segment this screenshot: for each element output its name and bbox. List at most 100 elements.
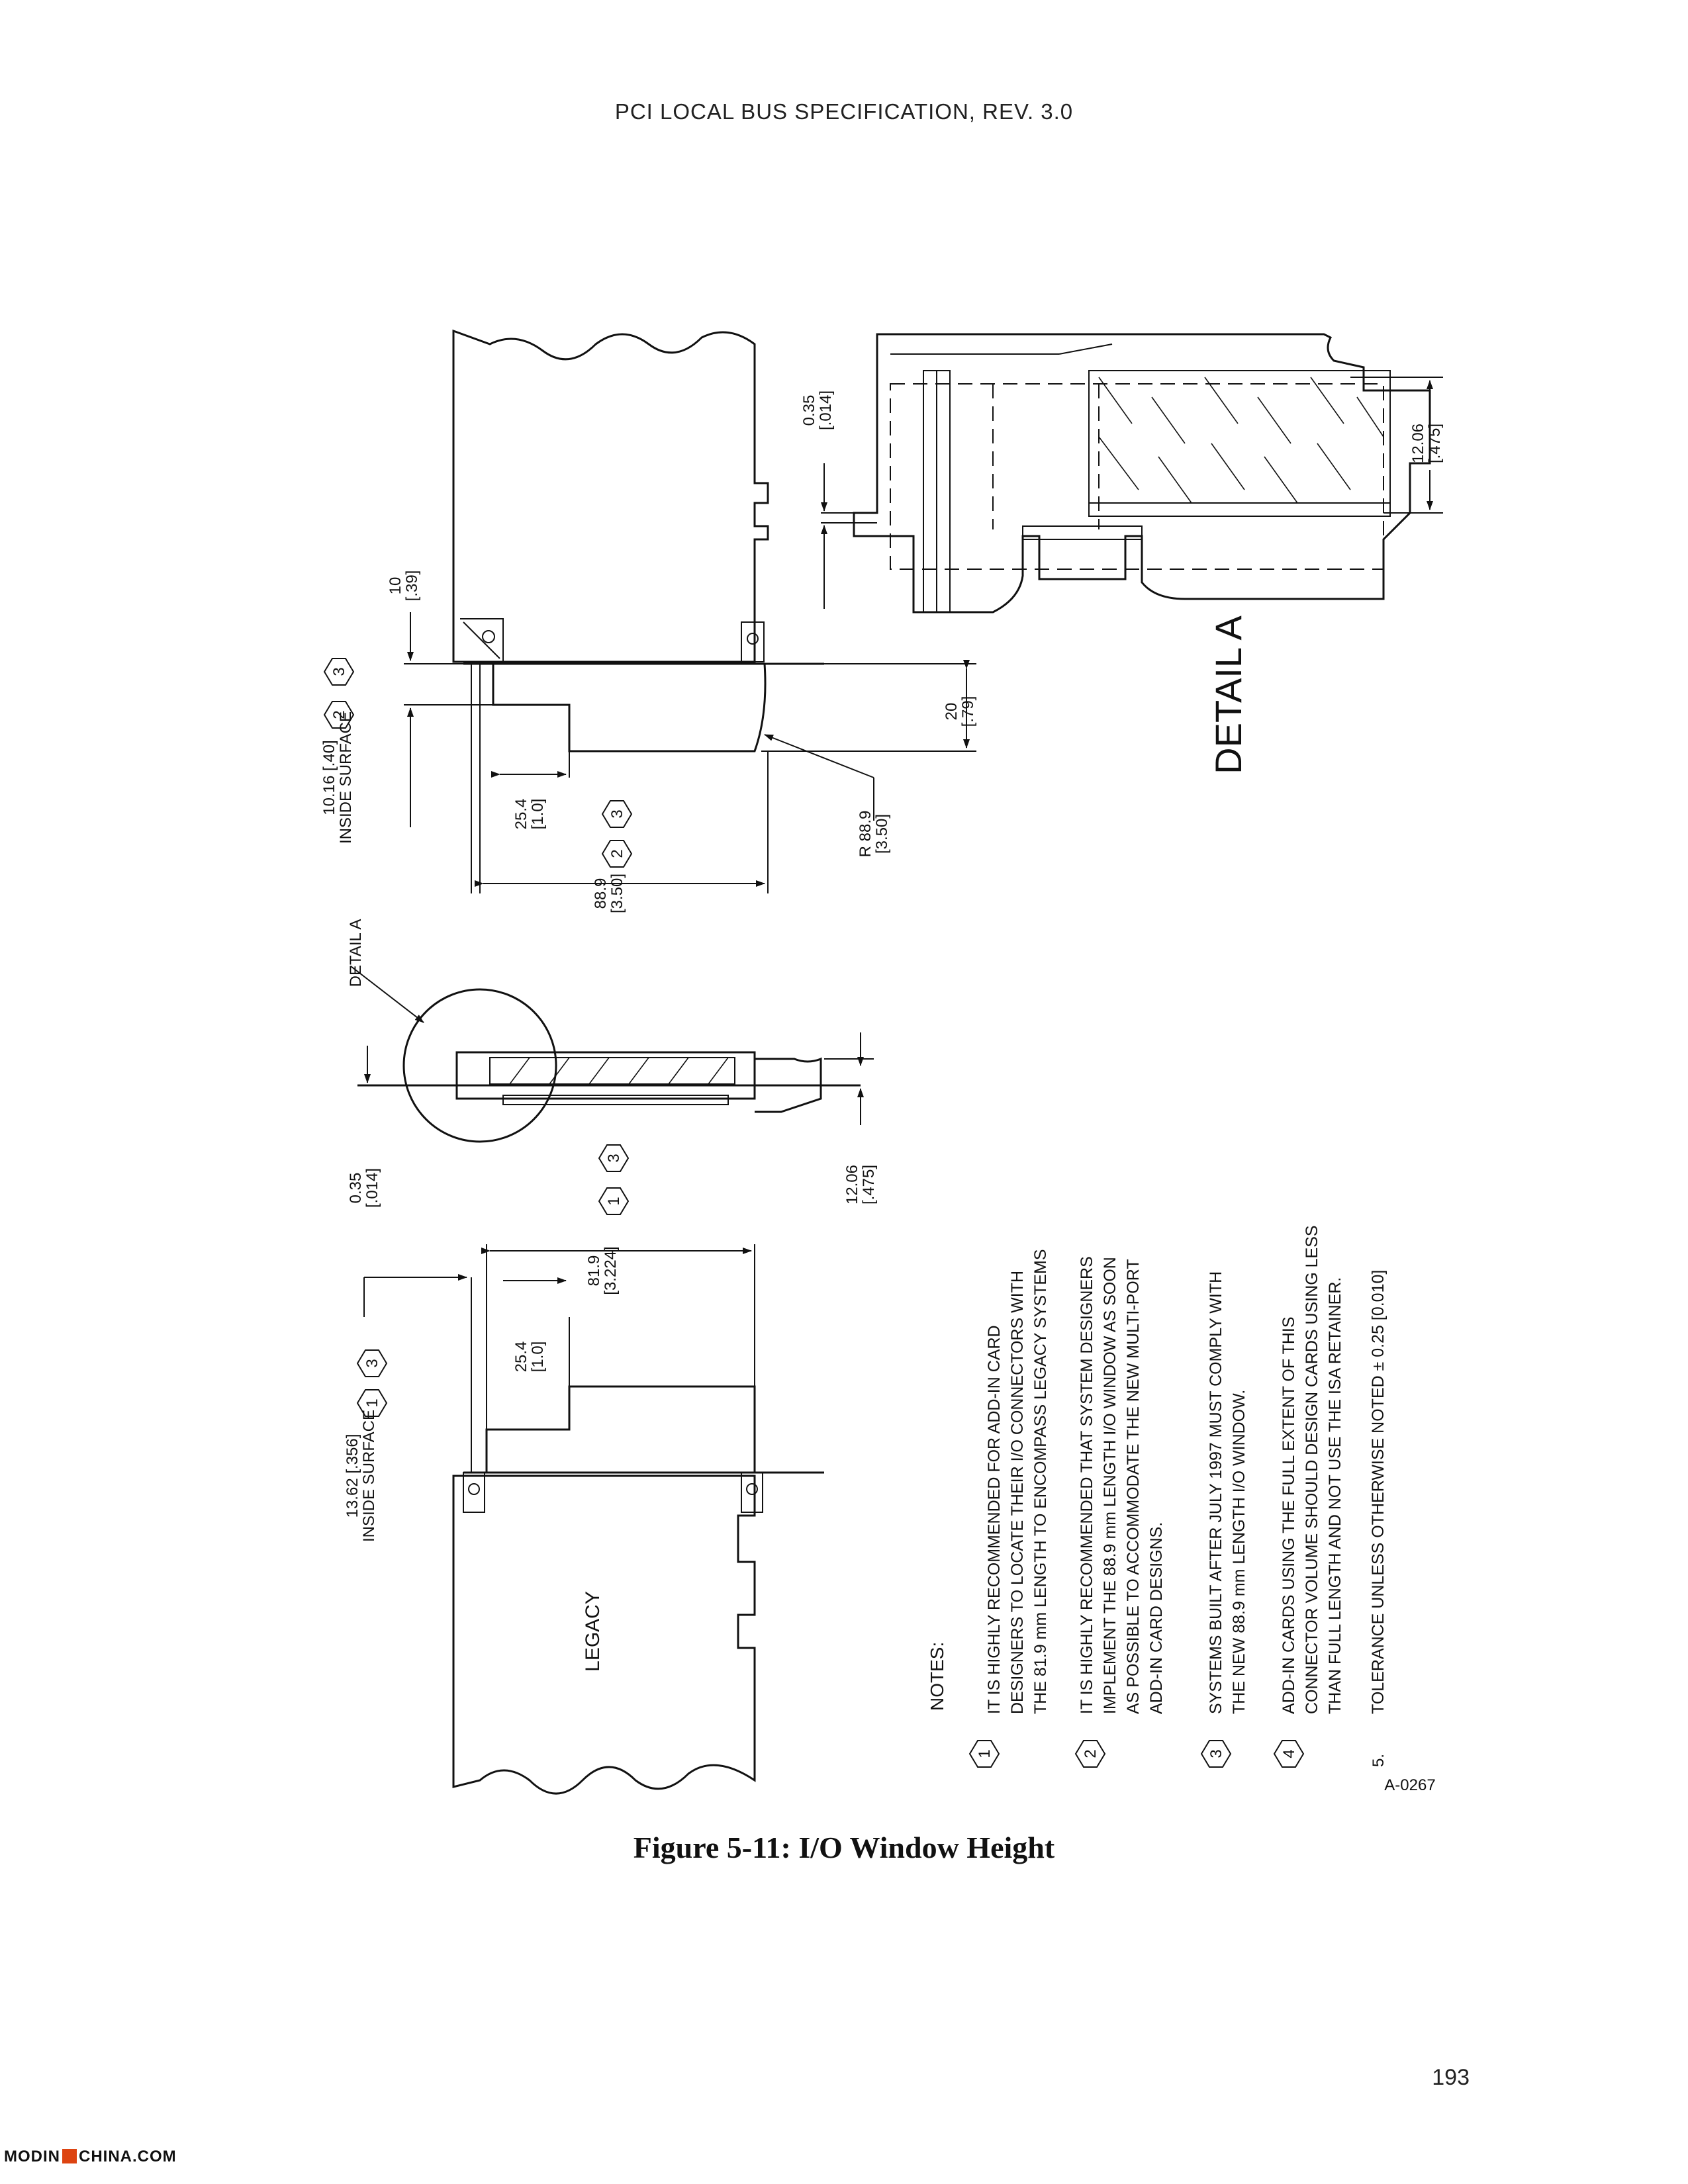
dim-25-4-right: 25.4 <box>512 799 530 830</box>
dim-inside-surface-right: INSIDE SURFACE <box>337 711 355 844</box>
legacy-tab-right <box>741 1472 763 1513</box>
detail-hatch <box>1211 443 1245 490</box>
hex-mark-group-left: 1 3 1 3 <box>356 1144 630 1417</box>
legacy-label: LEGACY <box>582 1591 604 1672</box>
dim-20: 20 <box>943 703 961 721</box>
hex-mark-label: 3 <box>363 1359 381 1367</box>
page-number: 193 <box>1432 2065 1470 2090</box>
note-5-number: 5. <box>1370 1754 1387 1767</box>
side-bracket-lower <box>502 1095 729 1105</box>
dim-1206-mid: 12.06 <box>843 1165 861 1205</box>
detail-inner-line-diag <box>1058 343 1113 355</box>
note-1-line-3: THE 81.9 mm LENGTH TO ENCOMPASS LEGACY S… <box>1031 1250 1050 1715</box>
legacy-screw-hole-right <box>746 1483 758 1495</box>
dim-10-16: 10.16 [.40] <box>320 740 338 815</box>
footer-logo-left: MODIN <box>4 2148 60 2165</box>
detail-dashed-box-inner <box>992 384 1100 529</box>
side-view: DETAIL A <box>347 919 874 1143</box>
note-1-number: 1 <box>976 1749 994 1758</box>
new-screw-hole-left <box>482 630 495 643</box>
dim-10-in: [.39] <box>403 570 421 602</box>
new-bracket-view <box>404 329 976 893</box>
note-5-line-1: TOLERANCE UNLESS OTHERWISE NOTED ± 0.25 … <box>1369 1270 1387 1714</box>
detail-a-view <box>821 333 1443 614</box>
note-3-line-2: THE NEW 88.9 mm LENGTH I/O WINDOW. <box>1230 1390 1248 1714</box>
new-corner-gusset-left <box>460 618 504 662</box>
dim-r88-9-leader <box>764 734 874 778</box>
detail-hatch <box>1204 377 1239 424</box>
dim-88-9-in: [3.50] <box>608 874 626 913</box>
dim-1206-mid-in: [.475] <box>860 1165 878 1205</box>
dim-inside-surface-left: INSIDE SURFACE <box>360 1410 378 1542</box>
detail-hatch <box>1310 377 1344 424</box>
hex-mark <box>598 1144 630 1172</box>
side-hatch <box>628 1057 649 1085</box>
hex-mark <box>356 1349 388 1377</box>
note-2-line-2: IMPLEMENT THE 88.9 mm LENGTH I/O WINDOW … <box>1101 1257 1119 1714</box>
note-3-number: 3 <box>1207 1749 1225 1758</box>
footer-logo-right: CHINA.COM <box>79 2148 177 2165</box>
detail-a-callout: DETAIL A <box>347 919 365 987</box>
dim-88-9: 88.9 <box>592 878 610 909</box>
detail-hatch <box>1317 443 1351 490</box>
side-card-body <box>455 1051 756 1100</box>
note-2-line-4: ADD-IN CARD DESIGNS. <box>1147 1522 1166 1714</box>
dim-25-4-right-in: [1.0] <box>529 799 547 830</box>
logo-mark-icon <box>62 2149 77 2163</box>
new-chassis-outline <box>452 329 769 663</box>
detail-hatch <box>1264 456 1298 504</box>
dim-1206-detail: 12.06 <box>1409 424 1427 463</box>
new-screw-hole-right <box>747 633 759 645</box>
side-hatch <box>509 1057 530 1085</box>
dim-035-mid: 0.35 <box>347 1173 365 1204</box>
dim-r88-9-in: [3.50] <box>873 814 891 854</box>
figure-caption: Figure 5-11: I/O Window Height <box>633 1831 1055 1864</box>
hex-mark-label: 3 <box>330 667 348 676</box>
detail-a-label: DETAIL A <box>1207 615 1249 774</box>
legacy-io-window <box>485 1385 756 1473</box>
legacy-bracket-view: LEGACY <box>363 1244 824 1795</box>
detail-hatch <box>1098 436 1139 490</box>
hex-mark <box>323 701 355 729</box>
note-3-hex <box>1200 1740 1232 1768</box>
note-4-number: 4 <box>1280 1749 1298 1758</box>
legacy-tab-left <box>463 1472 485 1513</box>
detail-hatch <box>1158 456 1192 504</box>
detail-hatch <box>1257 396 1291 444</box>
side-bracket-tip <box>755 1057 822 1113</box>
detail-hatch <box>1151 396 1186 444</box>
detail-a-circle <box>402 988 557 1143</box>
note-4-line-2: CONNECTOR VOLUME SHOULD DESIGN CARDS USI… <box>1303 1225 1321 1714</box>
dim-r88-9: R 88.9 <box>857 811 874 858</box>
hex-mark-label: 1 <box>363 1398 381 1407</box>
dim-035-detail: 0.35 <box>800 395 818 426</box>
note-4-hex <box>1273 1740 1305 1768</box>
detail-outer-outline <box>853 333 1431 614</box>
hex-mark <box>323 658 355 686</box>
hex-mark-label: 3 <box>605 1154 623 1162</box>
note-2-line-3: AS POSSIBLE TO ACCOMMODATE THE NEW MULTI… <box>1124 1259 1143 1714</box>
legacy-screw-hole-left <box>468 1483 480 1495</box>
detail-a-leader <box>350 966 424 1023</box>
hex-mark-label: 2 <box>330 710 348 719</box>
detail-hatch <box>1098 377 1133 424</box>
note-1-hex <box>968 1740 1000 1768</box>
hex-mark-label: 1 <box>605 1197 623 1205</box>
hex-mark-label: 2 <box>608 849 626 858</box>
note-2-hex <box>1074 1740 1106 1768</box>
dim-81-9: 81.9 <box>585 1255 603 1287</box>
new-io-window <box>492 663 767 752</box>
notes-block: NOTES: 1 IT IS HIGHLY RECOMMENDED FOR AD… <box>927 1225 1387 1768</box>
dim-10: 10 <box>387 577 404 595</box>
legacy-chassis-outline <box>452 1475 756 1795</box>
footer-logo: MODIN CHINA.COM <box>4 2148 177 2166</box>
dim-13-62: 13.62 [.356] <box>344 1434 361 1518</box>
drawing-id: A-0267 <box>1384 1776 1435 1794</box>
dim-1206-detail-in: [.475] <box>1426 424 1444 463</box>
side-hatch <box>668 1057 689 1085</box>
side-hatch <box>708 1057 729 1085</box>
notes-title: NOTES: <box>927 1642 947 1711</box>
note-3-line-1: SYSTEMS BUILT AFTER JULY 1997 MUST COMPL… <box>1207 1271 1225 1714</box>
detail-lower-tab <box>1022 525 1143 540</box>
